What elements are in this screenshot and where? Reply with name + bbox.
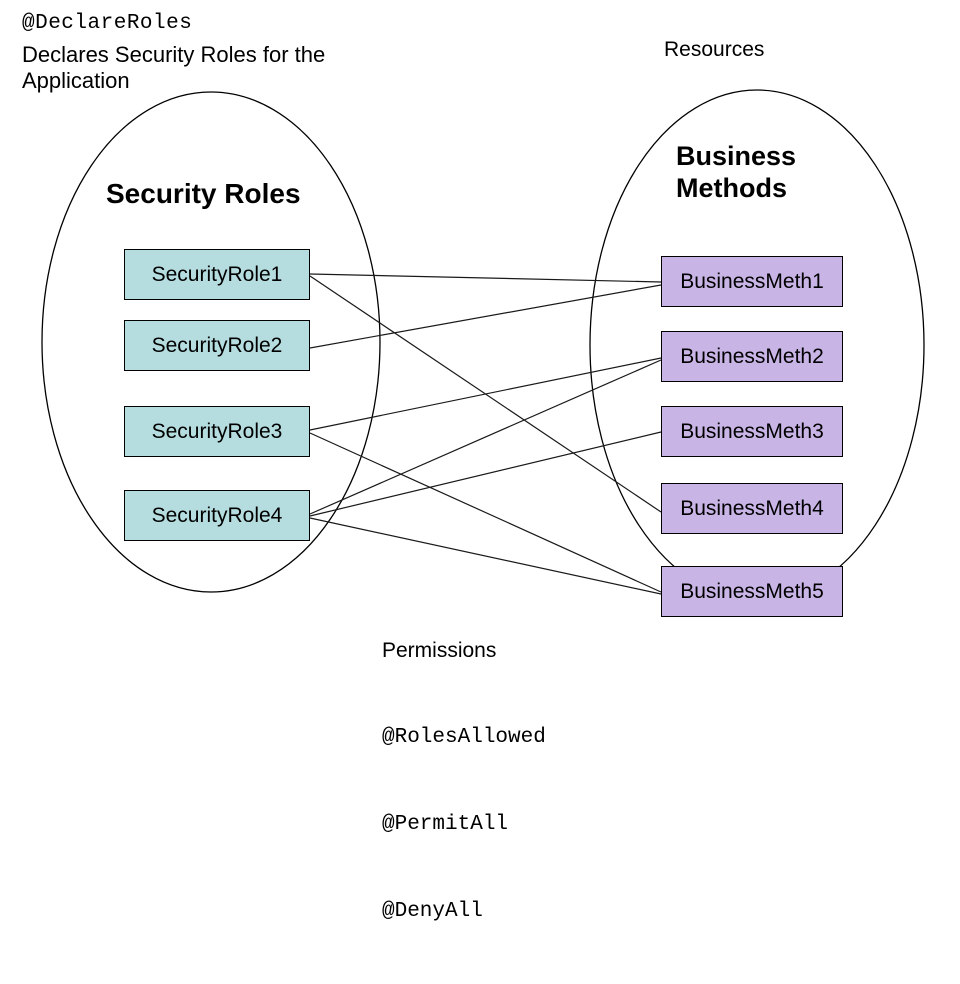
business-method-node-1[interactable]: BusinessMeth1 (661, 256, 843, 307)
business-method-node-3[interactable]: BusinessMeth3 (661, 406, 843, 457)
business-method-node-2[interactable]: BusinessMeth2 (661, 331, 843, 382)
connection-line (309, 359, 662, 515)
security-role-node-3[interactable]: SecurityRole3 (124, 406, 310, 457)
security-roles-boundary-ellipse (41, 91, 381, 593)
resources-label: Resources (664, 38, 765, 61)
security-role-node-2[interactable]: SecurityRole2 (124, 320, 310, 371)
declare-roles-description: Declares Security Roles for the Applicat… (22, 42, 326, 93)
permissions-item: @RolesAllowed (382, 726, 546, 749)
security-role-node-1[interactable]: SecurityRole1 (124, 249, 310, 300)
connection-line (309, 432, 662, 593)
connection-line (309, 357, 662, 431)
connection-line (309, 284, 662, 349)
permissions-item: @DenyAll (382, 900, 483, 923)
permissions-item: @PermitAll (382, 813, 509, 836)
permissions-heading: Permissions (382, 639, 497, 662)
security-role-node-4[interactable]: SecurityRole4 (124, 490, 310, 541)
business-methods-group-title: Business Methods (676, 141, 797, 203)
declare-roles-annotation-tag: @DeclareRoles (22, 12, 193, 35)
security-roles-group-title: Security Roles (106, 178, 301, 209)
business-method-node-4[interactable]: BusinessMeth4 (661, 483, 843, 534)
diagram-canvas: @DeclareRoles Declares Security Roles fo… (22, 12, 925, 923)
connection-line (309, 431, 662, 517)
permissions-annotation-block: Permissions @RolesAllowed @PermitAll @De… (382, 578, 546, 984)
business-method-node-5[interactable]: BusinessMeth5 (661, 566, 843, 617)
connection-line (309, 517, 662, 595)
connection-line (309, 273, 662, 283)
connection-lines (309, 273, 662, 595)
